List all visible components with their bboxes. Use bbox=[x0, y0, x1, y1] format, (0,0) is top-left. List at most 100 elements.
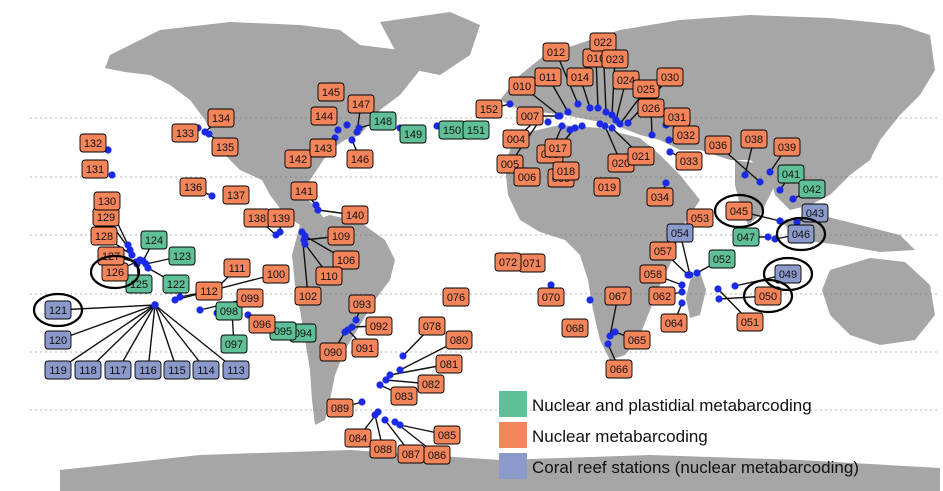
station-label-032: 032 bbox=[672, 125, 700, 145]
station-dot-030 bbox=[624, 119, 632, 127]
legend-label-coral: Coral reef stations (nuclear metabarcodi… bbox=[532, 458, 859, 477]
station-dot-064 bbox=[678, 299, 686, 307]
station-label-062: 062 bbox=[648, 286, 676, 306]
station-label-091: 091 bbox=[351, 338, 379, 358]
station-id-054: 054 bbox=[671, 228, 689, 240]
station-id-031: 031 bbox=[668, 112, 686, 124]
station-label-148: 148 bbox=[369, 111, 397, 131]
station-id-106: 106 bbox=[337, 255, 355, 267]
station-label-012: 012 bbox=[542, 42, 570, 62]
station-box-115 bbox=[163, 360, 191, 380]
highlight-ring-046 bbox=[775, 216, 827, 252]
station-box-118 bbox=[74, 360, 102, 380]
station-dot-034 bbox=[662, 179, 670, 187]
station-dot-086 bbox=[391, 418, 399, 426]
station-id-021: 021 bbox=[632, 151, 650, 163]
station-dot-089 bbox=[358, 398, 366, 406]
station-id-047: 047 bbox=[737, 232, 755, 244]
station-id-144: 144 bbox=[315, 111, 333, 123]
station-label-090: 090 bbox=[319, 342, 347, 362]
station-id-050: 050 bbox=[759, 291, 777, 303]
station-id-112: 112 bbox=[200, 286, 218, 298]
station-id-117: 117 bbox=[109, 365, 127, 377]
station-label-014: 014 bbox=[566, 67, 594, 87]
station-label-036: 036 bbox=[704, 135, 732, 155]
station-label-085: 085 bbox=[433, 425, 461, 445]
station-label-093: 093 bbox=[348, 294, 376, 314]
station-id-116: 116 bbox=[139, 365, 157, 377]
station-box-007 bbox=[516, 106, 544, 126]
station-box-080 bbox=[445, 330, 473, 350]
station-label-021: 021 bbox=[627, 146, 655, 166]
station-box-152 bbox=[475, 99, 503, 119]
station-box-122 bbox=[162, 274, 190, 294]
station-dot-080 bbox=[396, 366, 404, 374]
station-id-130: 130 bbox=[98, 196, 116, 208]
station-box-062 bbox=[648, 286, 676, 306]
station-id-092: 092 bbox=[370, 321, 388, 333]
station-label-053: 053 bbox=[686, 208, 714, 228]
station-box-092 bbox=[365, 316, 393, 336]
station-dot-057 bbox=[684, 271, 692, 279]
leader-115 bbox=[154, 304, 178, 371]
station-id-088: 088 bbox=[374, 444, 392, 456]
station-id-121: 121 bbox=[49, 305, 67, 317]
station-label-142: 142 bbox=[284, 149, 312, 169]
station-label-052: 052 bbox=[708, 249, 736, 269]
station-box-042 bbox=[798, 179, 826, 199]
station-dot-087 bbox=[381, 416, 389, 424]
leader-114 bbox=[154, 304, 207, 371]
station-box-033 bbox=[675, 151, 703, 171]
station-box-132 bbox=[79, 133, 107, 153]
station-box-072 bbox=[494, 252, 522, 272]
station-label-050: 050 bbox=[754, 286, 782, 306]
station-label-087: 087 bbox=[397, 444, 425, 464]
station-dot-050 bbox=[715, 295, 723, 303]
station-id-046: 046 bbox=[792, 229, 810, 241]
station-label-124: 124 bbox=[140, 230, 168, 250]
station-id-084: 084 bbox=[349, 433, 367, 445]
station-box-096 bbox=[248, 314, 276, 334]
station-id-097: 097 bbox=[225, 339, 243, 351]
station-id-016: 016 bbox=[587, 53, 605, 65]
station-label-119: 119 bbox=[44, 360, 72, 380]
station-label-122: 122 bbox=[162, 274, 190, 294]
station-label-133: 133 bbox=[171, 123, 199, 143]
station-label-096: 096 bbox=[248, 314, 276, 334]
station-label-043: 043 bbox=[801, 203, 829, 223]
station-label-017: 017 bbox=[544, 138, 572, 158]
station-id-120: 120 bbox=[49, 335, 67, 347]
station-box-058 bbox=[639, 264, 667, 284]
station-id-072: 072 bbox=[499, 257, 517, 269]
station-id-007: 007 bbox=[521, 111, 539, 123]
station-box-134 bbox=[207, 108, 235, 128]
station-id-034: 034 bbox=[651, 192, 669, 204]
station-id-083: 083 bbox=[395, 391, 413, 403]
station-box-119 bbox=[44, 360, 72, 380]
station-dot-092 bbox=[348, 323, 356, 331]
station-id-081: 081 bbox=[440, 359, 458, 371]
station-label-095: 095 bbox=[269, 321, 297, 341]
station-box-123 bbox=[168, 246, 196, 266]
station-id-017: 017 bbox=[549, 143, 567, 155]
station-id-131: 131 bbox=[86, 164, 104, 176]
station-box-054 bbox=[666, 223, 694, 243]
station-label-004: 004 bbox=[502, 129, 530, 149]
station-label-018: 018 bbox=[552, 161, 580, 181]
station-label-102: 102 bbox=[294, 286, 322, 306]
station-dot-018 bbox=[578, 122, 586, 130]
station-id-114: 114 bbox=[197, 365, 215, 377]
station-dot-032 bbox=[665, 136, 673, 144]
station-id-071: 071 bbox=[523, 258, 541, 270]
station-dot-139 bbox=[276, 228, 284, 236]
legend-label-nuclear-plastidial: Nuclear and plastidial metabarcoding bbox=[532, 396, 812, 415]
station-label-113: 113 bbox=[222, 360, 250, 380]
station-id-098: 098 bbox=[220, 306, 238, 318]
station-box-147 bbox=[347, 94, 375, 114]
station-id-125: 125 bbox=[130, 279, 148, 291]
station-label-042: 042 bbox=[798, 179, 826, 199]
leader-120 bbox=[57, 304, 156, 341]
station-box-117 bbox=[104, 360, 132, 380]
station-label-030: 030 bbox=[656, 67, 684, 87]
station-id-091: 091 bbox=[356, 343, 374, 355]
